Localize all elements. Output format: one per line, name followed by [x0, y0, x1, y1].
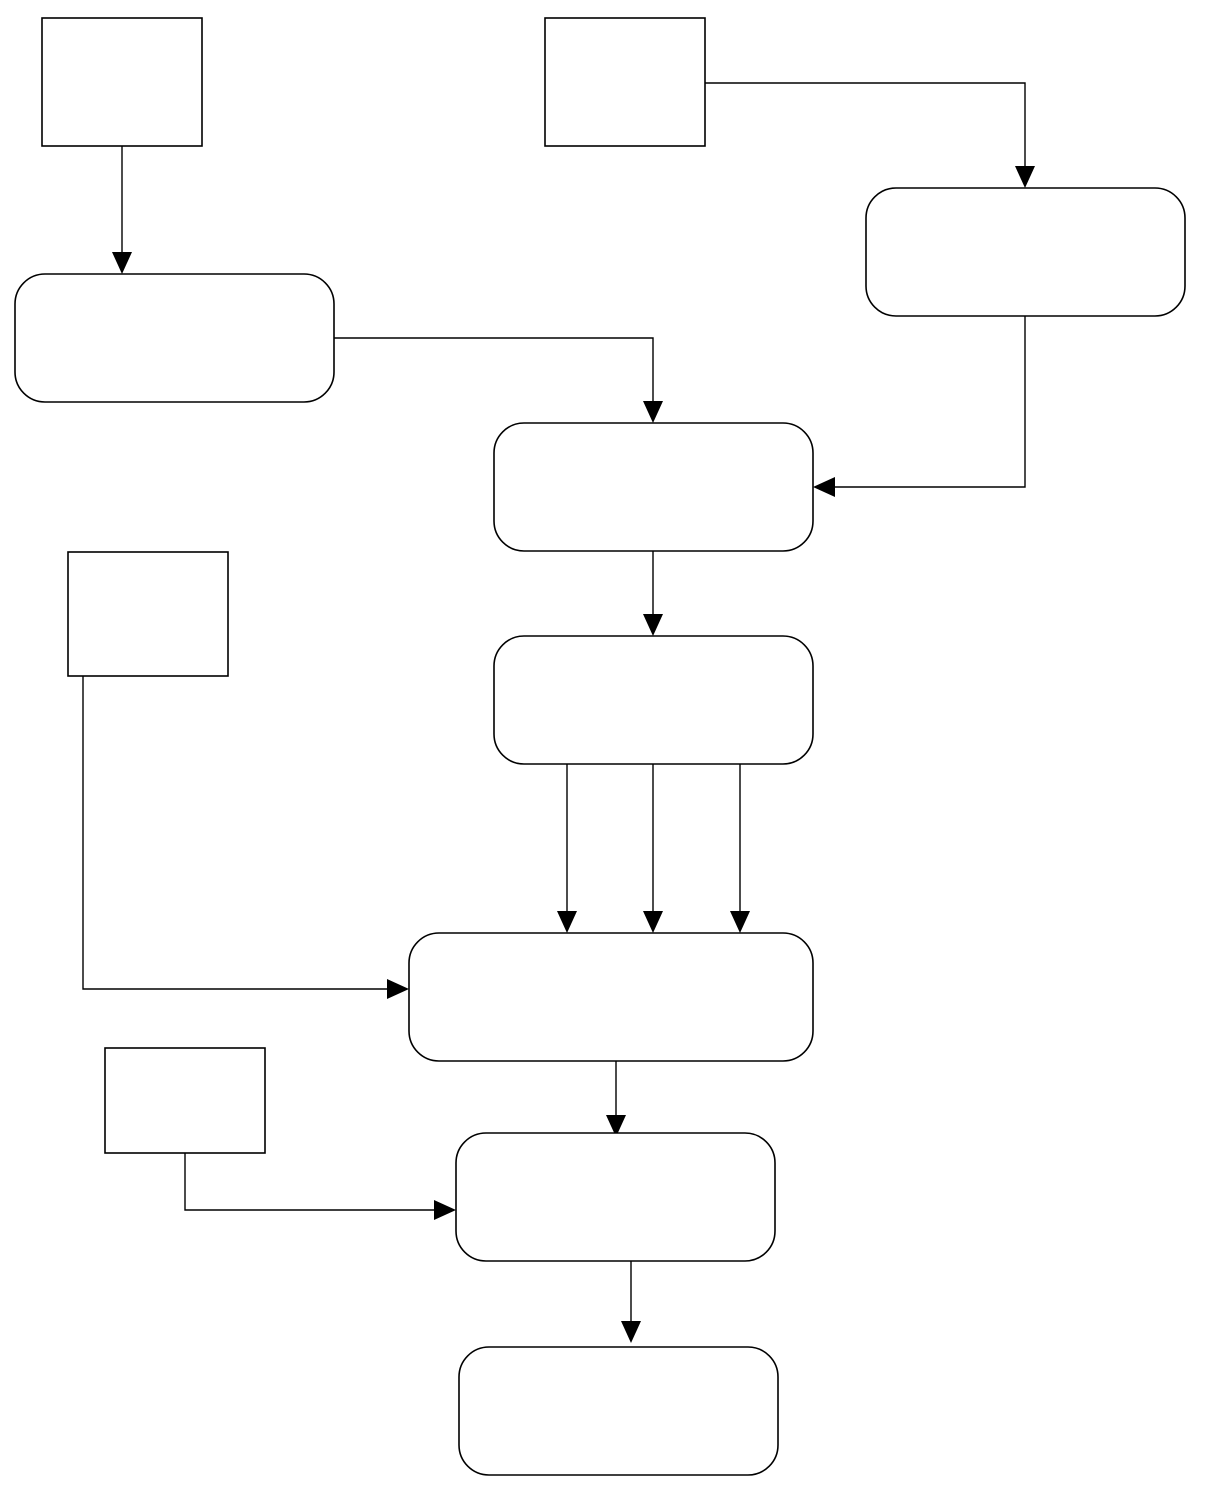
edge-process-b-to-merge-1-3 — [813, 316, 1026, 497]
edge-merge-3-to-step-4-9 — [606, 1061, 626, 1137]
connector-line — [835, 316, 1026, 488]
nodes-layer — [14, 17, 1186, 1476]
arrowhead-icon — [643, 401, 663, 423]
edge-step-2-to-merge-3-6 — [643, 764, 663, 933]
edge-input-b-to-process-b-1 — [705, 82, 1035, 188]
node-input-c — [67, 551, 229, 677]
arrowhead-icon — [730, 911, 750, 933]
edge-input-a-to-process-a-0 — [112, 146, 132, 274]
process-box-step-4 — [455, 1132, 776, 1262]
arrowhead-icon — [387, 979, 409, 999]
node-input-b — [544, 17, 706, 147]
process-box-merge-3 — [408, 932, 814, 1062]
arrowhead-icon — [1015, 166, 1035, 188]
edge-step-2-to-merge-3-5 — [557, 764, 577, 933]
process-box-output — [458, 1346, 779, 1476]
input-box-input-d — [104, 1047, 266, 1154]
edge-input-d-to-step-4-10 — [184, 1153, 456, 1220]
connector-line — [334, 337, 654, 401]
arrowhead-icon — [813, 477, 835, 497]
node-step-4 — [455, 1132, 776, 1262]
arrowhead-icon — [606, 1115, 626, 1137]
process-box-step-2 — [493, 635, 814, 765]
arrowhead-icon — [434, 1200, 456, 1220]
edge-merge-1-to-step-2-4 — [643, 551, 663, 636]
node-output — [458, 1346, 779, 1476]
arrowhead-icon — [112, 252, 132, 274]
input-box-input-a — [41, 17, 203, 147]
process-box-merge-1 — [493, 422, 814, 552]
node-merge-1 — [493, 422, 814, 552]
node-process-a — [14, 273, 335, 403]
input-box-input-b — [544, 17, 706, 147]
arrowhead-icon — [557, 911, 577, 933]
node-merge-3 — [408, 932, 814, 1062]
node-input-a — [41, 17, 203, 147]
edge-input-c-to-merge-3-8 — [82, 676, 409, 999]
connector-line — [82, 676, 387, 990]
node-step-2 — [493, 635, 814, 765]
edge-step-4-to-output-11 — [621, 1261, 641, 1343]
arrowhead-icon — [621, 1321, 641, 1343]
node-process-b — [865, 187, 1186, 317]
process-box-process-a — [14, 273, 335, 403]
edges-layer — [82, 82, 1035, 1343]
edge-process-a-to-merge-1-2 — [334, 337, 663, 423]
connector-line — [184, 1153, 434, 1211]
edge-step-2-to-merge-3-7 — [730, 764, 750, 933]
input-box-input-c — [67, 551, 229, 677]
arrowhead-icon — [643, 614, 663, 636]
node-input-d — [104, 1047, 266, 1154]
process-box-process-b — [865, 187, 1186, 317]
connector-line — [705, 82, 1026, 166]
arrowhead-icon — [643, 911, 663, 933]
